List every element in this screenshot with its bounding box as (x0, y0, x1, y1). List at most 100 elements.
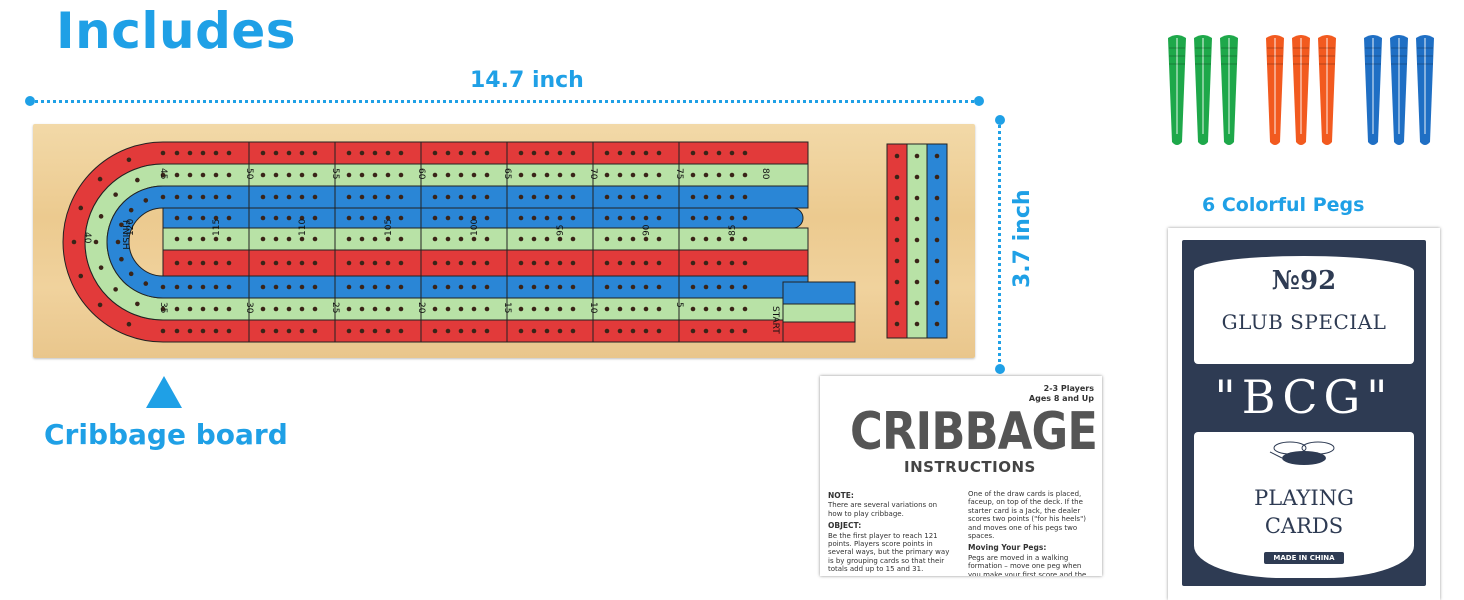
peg-hole (656, 328, 662, 334)
counter-hole (894, 216, 900, 222)
bee-icon (1269, 441, 1335, 465)
peg-hole (346, 236, 352, 242)
bottom-number-label: 15 (502, 302, 512, 313)
peg-hole (432, 236, 438, 242)
peg-hole (213, 215, 219, 221)
peg-hole (398, 236, 404, 242)
peg-hole (200, 236, 206, 242)
peg-hole (617, 306, 623, 312)
peg-hole (260, 260, 266, 266)
peg-hole (398, 150, 404, 156)
peg-hole (432, 215, 438, 221)
peg-hole (385, 150, 391, 156)
peg-hole (187, 306, 193, 312)
peg-hole (484, 236, 490, 242)
peg-hole (346, 215, 352, 221)
peg-hole (385, 328, 391, 334)
peg-hole (630, 284, 636, 290)
peg-hole (119, 222, 124, 228)
outer-number-label: 75 (674, 168, 684, 179)
peg-hole (557, 236, 563, 242)
peg-hole (570, 172, 576, 178)
peg-hole (471, 306, 477, 312)
inner-number-label: 85 (728, 225, 738, 236)
peg-hole (359, 260, 365, 266)
peg-hole (544, 194, 550, 200)
peg-hole (518, 306, 524, 312)
pegs-image (1168, 35, 1434, 145)
counter-hole (914, 174, 920, 180)
peg-hole (299, 215, 305, 221)
peg-hole (471, 284, 477, 290)
peg-hole (458, 150, 464, 156)
peg-hole (312, 150, 318, 156)
bottom-number-label: 5 (674, 302, 684, 308)
peg-hole (690, 284, 696, 290)
peg-hole (432, 306, 438, 312)
peg-hole (372, 150, 378, 156)
outer-number-label: 50 (244, 168, 254, 180)
peg-hole (531, 150, 537, 156)
peg-hole (346, 284, 352, 290)
peg-hole (78, 205, 84, 211)
peg-hole (346, 194, 352, 200)
peg-hole (458, 236, 464, 242)
moving-heading: Moving Your Pegs: (968, 543, 1047, 553)
peg-hole (174, 328, 180, 334)
peg-hole (604, 150, 610, 156)
card-box-bottom-panel: PLAYING CARDS MADE IN CHINA (1194, 432, 1414, 578)
peg-hole (299, 150, 305, 156)
peg-hole (690, 328, 696, 334)
peg-hole (312, 284, 318, 290)
peg-hole (518, 215, 524, 221)
counter-hole (894, 300, 900, 306)
peg-hole (174, 150, 180, 156)
peg-hole (557, 194, 563, 200)
counter-hole (934, 216, 940, 222)
peg-hole (174, 236, 180, 242)
peg-hole (226, 260, 232, 266)
peg-hole (200, 328, 206, 334)
peg-hole (716, 306, 722, 312)
peg-hole (174, 172, 180, 178)
peg-hole (557, 306, 563, 312)
counter-hole (894, 174, 900, 180)
peg-hole (398, 215, 404, 221)
playing-cards-text: PLAYING CARDS (1194, 484, 1414, 540)
peg-hole (226, 150, 232, 156)
peg-hole (97, 176, 103, 182)
pointer-arrow-icon (146, 376, 182, 408)
peg-hole (518, 150, 524, 156)
peg-icon (1390, 35, 1408, 145)
peg-hole (518, 284, 524, 290)
peg-hole (260, 150, 266, 156)
peg-hole (617, 172, 623, 178)
peg-hole (458, 306, 464, 312)
peg-icon (1168, 35, 1186, 145)
peg-hole (160, 194, 166, 200)
peg-hole (135, 177, 140, 183)
peg-hole (312, 328, 318, 334)
peg-hole (128, 271, 134, 277)
peg-hole (484, 194, 490, 200)
counter-hole (914, 216, 920, 222)
peg-hole (458, 284, 464, 290)
peg-hole (656, 260, 662, 266)
peg-hole (312, 236, 318, 242)
peg-hole (260, 284, 266, 290)
made-in-label: MADE IN CHINA (1264, 552, 1344, 564)
peg-hole (557, 172, 563, 178)
peg-hole (385, 236, 391, 242)
peg-hole (690, 172, 696, 178)
peg-hole (570, 260, 576, 266)
peg-hole (312, 215, 318, 221)
peg-hole (484, 306, 490, 312)
peg-hole (119, 256, 124, 262)
peg-hole (187, 150, 193, 156)
peg-hole (385, 215, 391, 221)
counter-hole (914, 195, 920, 201)
peg-hole (617, 194, 623, 200)
peg-hole (286, 260, 292, 266)
height-dimension-line (998, 120, 1001, 368)
